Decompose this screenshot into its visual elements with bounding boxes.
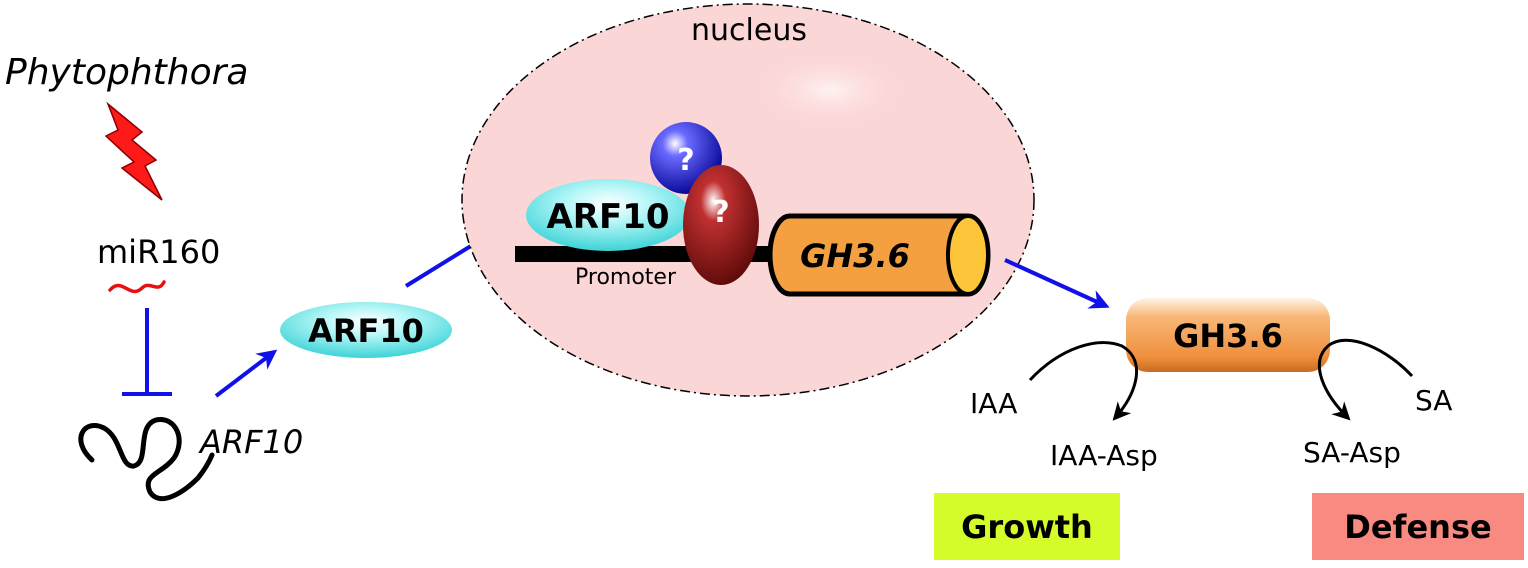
pathogen-label: Phytophthora [5, 52, 248, 93]
arf10-protein-cytoplasm: ARF10 [280, 302, 452, 358]
cylinder-gene-icon: GH3.6 [767, 213, 991, 297]
promoter-label: Promoter [575, 265, 677, 290]
unknown-factor-red: ? [683, 165, 759, 285]
growth-box: Growth [934, 493, 1120, 560]
mirna-label: miR160 [97, 233, 220, 271]
expression-arrow [1004, 258, 1110, 309]
gh36-protein: GH3.6 [1126, 298, 1330, 372]
arf10-gene-label: ARF10 [198, 423, 303, 461]
gh36-protein-label: GH3.6 [1173, 317, 1283, 355]
nucleus-label: nucleus [691, 13, 807, 48]
arf10-protein-label: ARF10 [308, 312, 424, 350]
growth-label: Growth [961, 507, 1093, 546]
nuclear-arf10-label: ARF10 [546, 197, 669, 237]
gh36-gene-label: GH3.6 [800, 237, 910, 275]
iaa-conversion-arrow [1028, 341, 1139, 421]
sa-asp-label: SA-Asp [1303, 436, 1401, 469]
unknown-factor-2-label: ? [712, 195, 729, 230]
mirna-squiggle-icon [108, 280, 166, 294]
iaa-label: IAA [970, 387, 1017, 420]
defense-label: Defense [1344, 507, 1492, 546]
arf10-protein-nucleus: ARF10 [526, 179, 690, 251]
unknown-factor-1-label: ? [677, 143, 694, 178]
lightning-bolt-icon [104, 101, 163, 201]
sa-label: SA [1415, 384, 1452, 417]
inhibition-bar-icon [122, 308, 172, 396]
squiggle-mrna-icon [78, 417, 215, 502]
iaa-asp-label: IAA-Asp [1050, 439, 1158, 472]
translation-arrow [214, 349, 278, 398]
defense-box: Defense [1312, 493, 1524, 560]
sa-conversion-arrow [1317, 338, 1414, 421]
